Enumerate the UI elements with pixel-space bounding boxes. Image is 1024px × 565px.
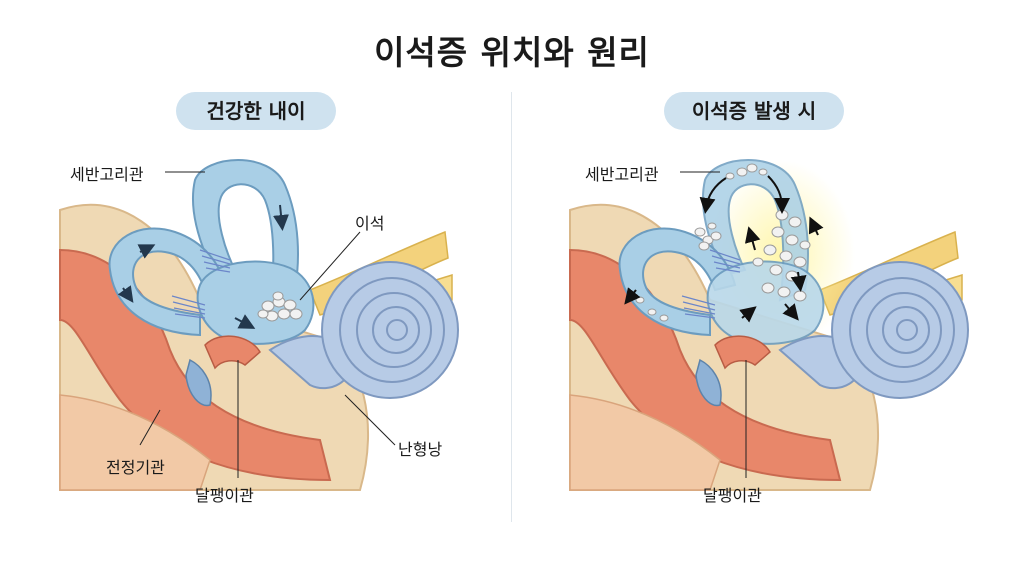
semicircular-canal-lateral <box>618 227 737 337</box>
ossicles <box>204 335 261 370</box>
ampulla-fan <box>171 249 231 319</box>
label-semicircular-canal-right: 세반고리관 <box>585 165 659 184</box>
flow-arrows <box>117 204 289 329</box>
label-utricle: 난형낭 <box>398 440 443 459</box>
panel-heading-bppv: 이석증 발생 시 <box>664 92 844 130</box>
label-vestibule: 전정기관 <box>106 458 165 477</box>
ampulla-fan <box>681 249 741 319</box>
label-cochlea-left: 달팽이관 <box>195 486 254 505</box>
vestibule-body <box>706 260 825 345</box>
panel-heading-healthy: 건강한 내이 <box>176 92 336 130</box>
healthy-ear <box>59 159 459 491</box>
page-title: 이석증 위치와 원리 <box>374 33 650 72</box>
otolith-cluster <box>257 291 303 322</box>
cochlea-spiral <box>268 261 459 399</box>
bppv-ear <box>569 159 969 491</box>
label-otolith: 이석 <box>355 214 385 233</box>
panel-divider <box>511 92 512 522</box>
label-cochlea-right: 달팽이관 <box>703 486 762 505</box>
vestibule-body <box>196 260 315 345</box>
dislodged-otoliths <box>635 163 811 322</box>
cochlea-spiral <box>778 261 969 399</box>
ossicles <box>714 335 771 370</box>
label-semicircular-canal-left: 세반고리관 <box>70 165 144 184</box>
otolith-motion-arrows <box>624 175 824 323</box>
